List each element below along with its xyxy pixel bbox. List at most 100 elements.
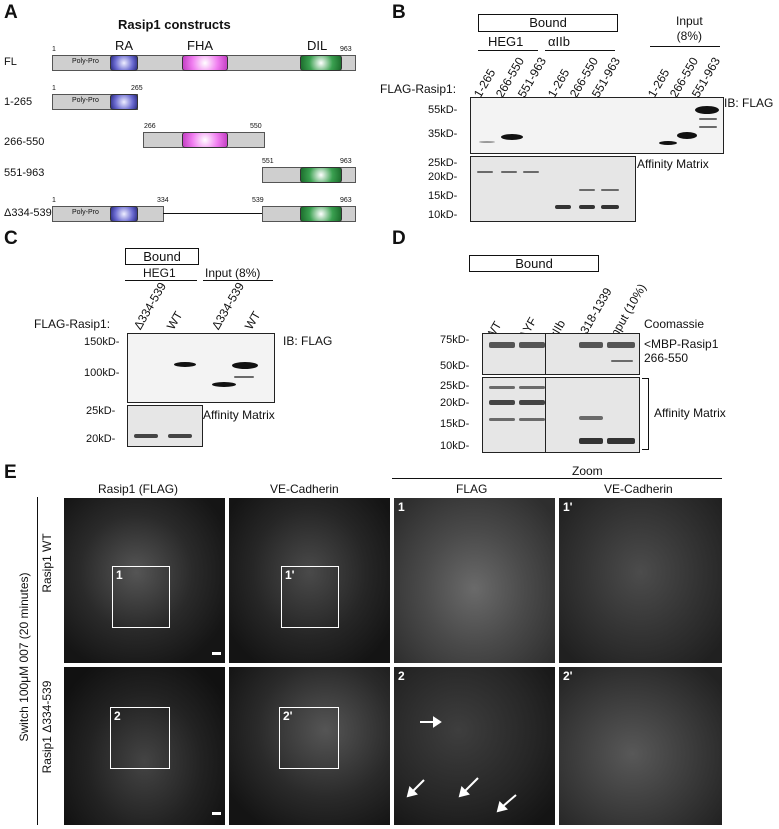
polypro-label: Poly-Pro bbox=[72, 97, 99, 104]
marker: 100kD- bbox=[84, 367, 120, 379]
col-header: VE-Cadherin bbox=[604, 482, 673, 496]
construct-label: Δ334-539 bbox=[4, 207, 52, 219]
stain-label: Coomassie bbox=[644, 317, 705, 331]
dil-domain bbox=[300, 55, 342, 71]
marker: 50kD- bbox=[440, 360, 470, 372]
zoom-box bbox=[112, 566, 170, 628]
lane-label: 1-265 bbox=[644, 66, 673, 100]
group-underline bbox=[650, 46, 720, 47]
micrograph-wt-vecad: 1' bbox=[229, 498, 390, 663]
construct-end: 963 bbox=[340, 46, 352, 53]
panel-a-title: Rasip1 constructs bbox=[118, 17, 231, 32]
marker: 20kD- bbox=[86, 433, 116, 445]
row-label: FLAG-Rasip1: bbox=[34, 317, 111, 331]
scale-bar bbox=[212, 652, 221, 655]
construct-label: 551-963 bbox=[4, 167, 45, 179]
ra-domain-header: RA bbox=[115, 38, 134, 53]
group-label-heg1: HEG1 bbox=[488, 34, 524, 49]
gel-b bbox=[470, 156, 636, 222]
construct-label: 266-550 bbox=[4, 136, 45, 148]
panel-label-d: D bbox=[392, 228, 406, 249]
polypro-label: Poly-Pro bbox=[72, 209, 99, 216]
fha-domain-header: FHA bbox=[187, 38, 213, 53]
ra-domain bbox=[110, 94, 138, 110]
bound-header-box: Bound bbox=[125, 248, 199, 265]
polypro-label: Poly-Pro bbox=[72, 58, 99, 65]
western-blot-c bbox=[127, 333, 275, 403]
dil-domain-header: DIL bbox=[307, 38, 328, 53]
fha-domain bbox=[182, 132, 228, 148]
group-label-heg1: HEG1 bbox=[143, 266, 176, 280]
construct-bar-delta-left bbox=[52, 206, 164, 222]
lane-label: WT bbox=[163, 308, 186, 332]
box-label: 2 bbox=[398, 669, 405, 683]
group-underline bbox=[125, 280, 197, 281]
construct-label: FL bbox=[4, 56, 17, 68]
input-header: Input (8%) bbox=[676, 14, 703, 43]
blot-label: IB: FLAG bbox=[724, 96, 774, 110]
dil-domain bbox=[300, 206, 342, 222]
side-label: Switch 100μM 007 (20 minutes) bbox=[17, 572, 31, 742]
fha-domain bbox=[182, 55, 228, 71]
construct-end: 265 bbox=[131, 85, 143, 92]
arrow-icons bbox=[406, 716, 517, 813]
dil-domain bbox=[300, 167, 342, 183]
lane-label: 1-265 bbox=[470, 66, 499, 100]
col-header: Rasip1 (FLAG) bbox=[98, 482, 179, 496]
col-header: FLAG bbox=[456, 482, 488, 496]
zoom-box bbox=[279, 707, 339, 769]
marker: 35kD- bbox=[428, 128, 458, 140]
coomassie-gel-top bbox=[482, 333, 640, 375]
micrograph-wt-vecad-zoom: 1' bbox=[559, 498, 722, 663]
construct-end: 963 bbox=[340, 197, 352, 204]
band-label: <MBP-Rasip1 266-550 bbox=[644, 337, 719, 365]
gel-divider bbox=[545, 377, 546, 453]
panel-label-c: C bbox=[4, 228, 18, 249]
marker: 25kD- bbox=[86, 405, 116, 417]
panel-label-a: A bbox=[4, 2, 18, 23]
blot-label: IB: FLAG bbox=[283, 334, 333, 348]
zoom-box bbox=[281, 566, 339, 628]
marker: 150kD- bbox=[84, 336, 120, 348]
construct-start: 1 bbox=[52, 197, 56, 204]
micrograph-del-vecad: 2' bbox=[229, 667, 390, 825]
box-label: 1 bbox=[398, 500, 405, 514]
affinity-bracket bbox=[642, 378, 649, 450]
marker: 10kD- bbox=[428, 209, 458, 221]
row-label: FLAG-Rasip1: bbox=[380, 82, 457, 96]
input-header: Input (8%) bbox=[205, 266, 261, 280]
micrograph-wt-flag: 1 bbox=[64, 498, 225, 663]
marker: 55kD- bbox=[428, 104, 458, 116]
gel-label: Affinity Matrix bbox=[637, 157, 709, 171]
deletion-line bbox=[163, 213, 262, 214]
row-label: Rasip1 WT bbox=[40, 533, 54, 593]
group-label-aiib: αIIb bbox=[548, 34, 570, 49]
construct-end: 550 bbox=[250, 123, 262, 130]
marker: 10kD- bbox=[440, 440, 470, 452]
micrograph-del-flag-zoom: 2 bbox=[394, 667, 555, 825]
marker: 25kD- bbox=[440, 380, 470, 392]
coomassie-gel-bottom bbox=[482, 377, 640, 453]
micrograph-del-flag: 2 bbox=[64, 667, 225, 825]
western-blot-b bbox=[470, 97, 724, 154]
marker: 15kD- bbox=[428, 190, 458, 202]
box-label: 1' bbox=[285, 568, 295, 582]
row-label: Rasip1 Δ334-539 bbox=[40, 680, 54, 774]
construct-start: 266 bbox=[144, 123, 156, 130]
group-underline bbox=[478, 50, 538, 51]
panel-label-b: B bbox=[392, 2, 406, 23]
zoom-box bbox=[110, 707, 170, 769]
construct-start: 551 bbox=[262, 158, 274, 165]
box-label: 2' bbox=[563, 669, 573, 683]
micrograph-del-vecad-zoom: 2' bbox=[559, 667, 722, 825]
ra-domain bbox=[110, 55, 138, 71]
zoom-header: Zoom bbox=[572, 464, 603, 478]
marker: 20kD- bbox=[440, 397, 470, 409]
bound-header-box: Bound bbox=[478, 14, 618, 32]
marker: 15kD- bbox=[440, 418, 470, 430]
construct-start: 1 bbox=[52, 85, 56, 92]
gap-end: 539 bbox=[252, 197, 264, 204]
construct-label: 1-265 bbox=[4, 96, 33, 108]
box-label: 2' bbox=[283, 709, 293, 723]
side-divider bbox=[37, 497, 38, 825]
